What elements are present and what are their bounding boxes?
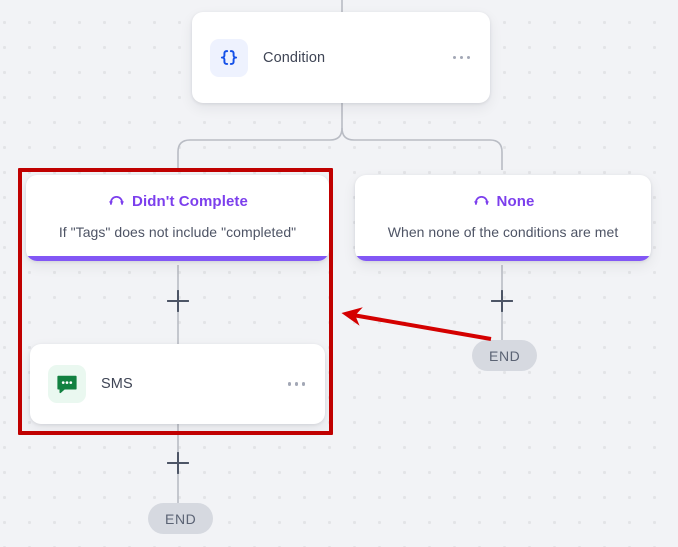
connector-split-left	[177, 127, 343, 170]
add-step-left-lower[interactable]	[167, 452, 189, 474]
branch-header-none: None	[355, 189, 651, 213]
branch-accent-bar-none	[355, 256, 651, 261]
branch-header-didnt-complete: Didn't Complete	[26, 189, 329, 213]
branch-description-none: When none of the conditions are met	[387, 224, 619, 240]
branch-label-none: None	[496, 192, 535, 210]
branch-card-didnt-complete[interactable]: Didn't Complete If "Tags" does not inclu…	[26, 175, 329, 261]
branch-accent-bar-didnt-complete	[26, 256, 329, 261]
node-sms-title: SMS	[101, 376, 133, 392]
end-marker-right: END	[472, 340, 538, 371]
branch-split-icon	[472, 189, 491, 213]
branch-card-none[interactable]: None When none of the conditions are met	[355, 175, 651, 261]
curly-braces-icon	[210, 38, 248, 77]
add-step-right[interactable]	[491, 290, 513, 312]
node-sms[interactable]: SMS	[30, 344, 325, 424]
branch-description-didnt-complete: If "Tags" does not include "completed"	[58, 224, 297, 240]
branch-label-didnt-complete: Didn't Complete	[132, 192, 248, 210]
add-step-left-upper[interactable]	[167, 290, 189, 312]
chat-bubble-icon	[48, 365, 86, 403]
node-sms-menu-icon[interactable]	[286, 376, 307, 391]
node-condition-title: Condition	[263, 49, 326, 66]
end-marker-left: END	[148, 503, 214, 534]
connector-split-right	[341, 127, 503, 170]
node-condition[interactable]: Condition	[192, 12, 490, 103]
node-condition-menu-icon[interactable]	[451, 50, 472, 65]
branch-split-icon	[107, 189, 126, 213]
